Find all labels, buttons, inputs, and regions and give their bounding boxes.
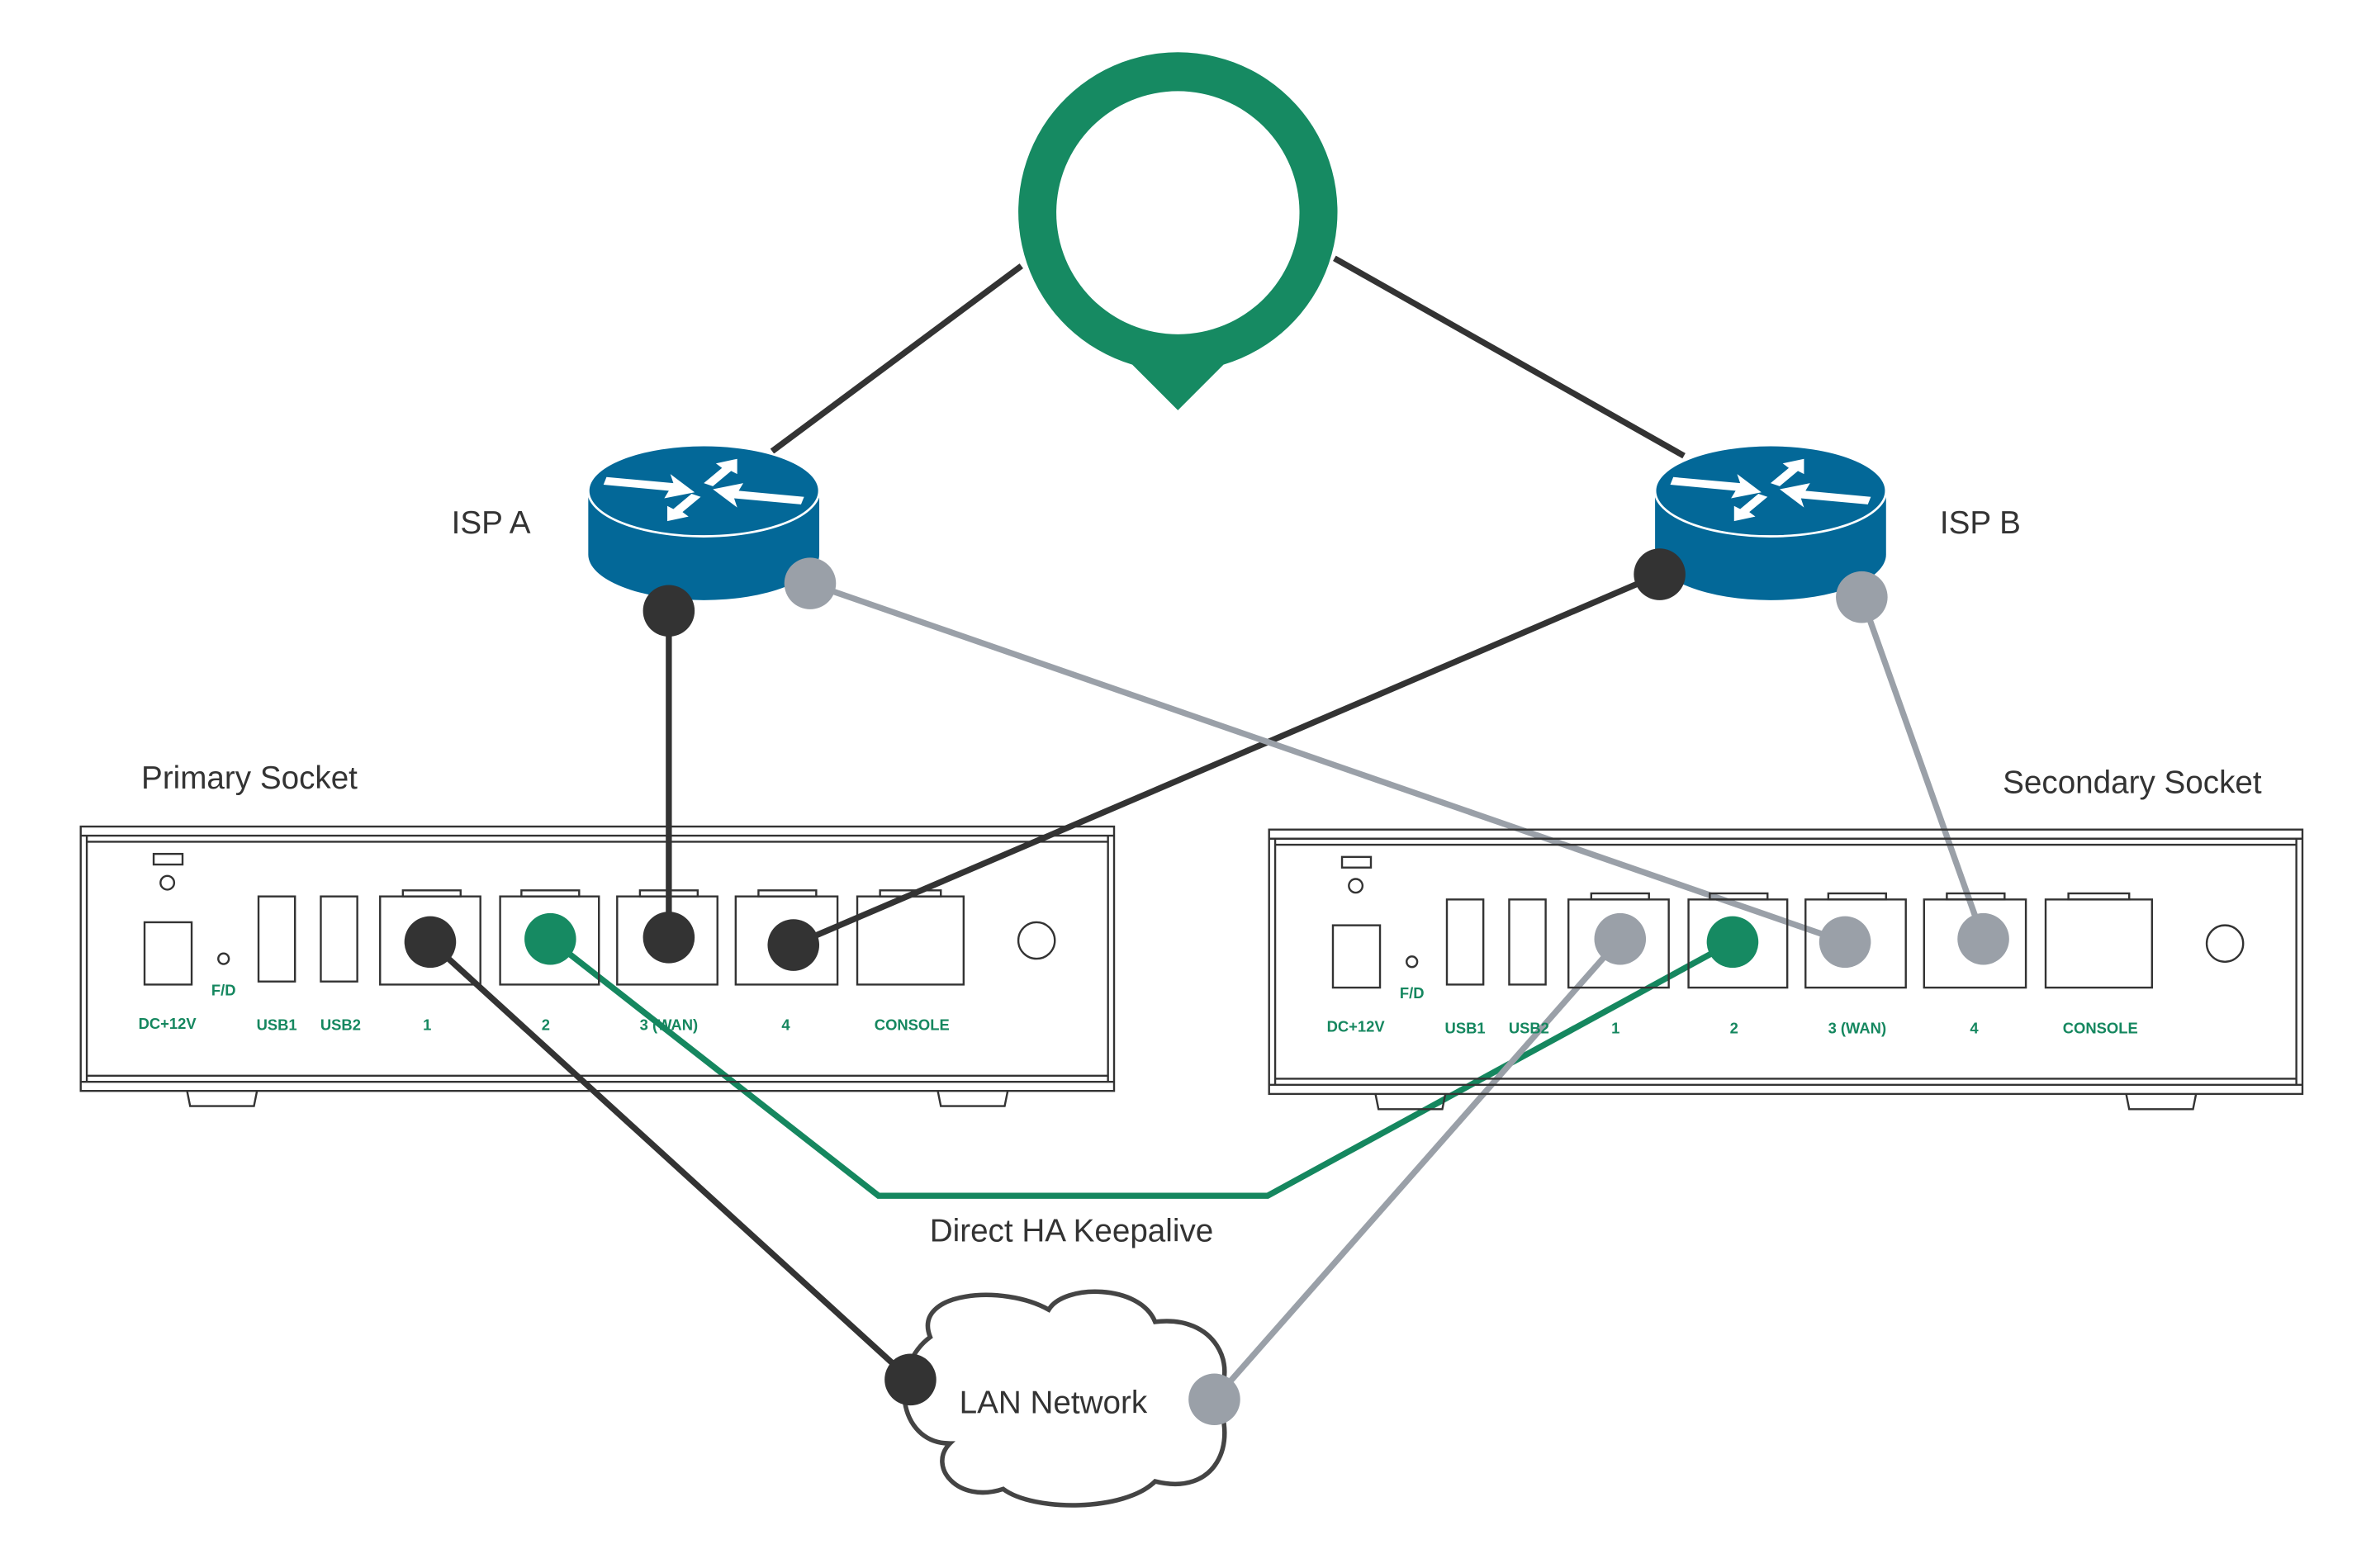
- port-label-dc: DC+12V: [139, 1015, 197, 1032]
- link-isp-b-secondary-port4: [1858, 595, 1987, 940]
- port-label-console: CONSOLE: [875, 1016, 950, 1034]
- secondary-socket-device: DC+12V F/D USB1 USB2 1 2 3 (WAN) 4 CONSO…: [1268, 828, 2304, 1111]
- secondary-socket-label: Secondary Socket: [2003, 765, 2262, 801]
- port-label-3-wan: 3 (WAN): [640, 1016, 699, 1034]
- router-isp-b-icon: [1653, 443, 1888, 600]
- isp-a-label: ISP A: [452, 505, 531, 541]
- link-pin-isp-a: [770, 263, 1023, 454]
- dot-secondary-port2: [1706, 916, 1759, 969]
- port-label-usb2: USB2: [1509, 1019, 1549, 1036]
- port-label-1: 1: [1611, 1019, 1619, 1036]
- port-label-usb1: USB1: [1445, 1019, 1486, 1036]
- link-pin-isp-b: [1333, 255, 1686, 459]
- port-label-fd: F/D: [1400, 984, 1425, 1002]
- port-label-3-wan: 3 (WAN): [1828, 1019, 1886, 1036]
- connection-dots: [404, 548, 2009, 1426]
- dot-primary-port4: [767, 919, 820, 971]
- dot-isp-b-dark: [1634, 548, 1686, 600]
- port-label-4: 4: [781, 1016, 790, 1034]
- port-label-4: 4: [1970, 1019, 1979, 1036]
- dot-isp-a-gray: [784, 557, 837, 609]
- port-label-dc: DC+12V: [1327, 1017, 1386, 1035]
- link-primary-lan: [428, 940, 913, 1382]
- dot-isp-a-dark: [643, 585, 695, 637]
- port-label-2: 2: [1730, 1019, 1738, 1036]
- dot-secondary-port1: [1594, 912, 1647, 965]
- lan-cloud-icon: [902, 1289, 1227, 1508]
- isp-b-label: ISP B: [1940, 505, 2021, 541]
- lan-network-label: LAN Network: [960, 1385, 1148, 1420]
- dot-primary-port2: [524, 912, 576, 965]
- port-label-console: CONSOLE: [2063, 1019, 2138, 1036]
- router-isp-a-icon: [586, 443, 821, 600]
- link-ha-keepalive: [548, 936, 1734, 1199]
- link-secondary-lan: [1212, 936, 1623, 1402]
- keepalive-label: Direct HA Keepalive: [930, 1213, 1213, 1248]
- port-label-2: 2: [542, 1016, 550, 1034]
- links: [428, 255, 1987, 1402]
- location-pin-icon: [1018, 52, 1338, 410]
- dot-secondary-port3: [1819, 916, 1871, 969]
- dot-lan-gray: [1188, 1373, 1240, 1426]
- primary-socket-device: DC+12V F/D USB1 USB2 1 2 3 (WAN) 4 CONSO…: [79, 825, 1116, 1107]
- link-isp-b-primary-port4: [792, 571, 1662, 948]
- dot-lan-dark: [884, 1353, 937, 1406]
- port-label-usb2: USB2: [320, 1016, 361, 1034]
- port-label-fd: F/D: [211, 981, 236, 998]
- dot-secondary-port4: [1957, 912, 2009, 965]
- port-label-usb1: USB1: [257, 1016, 297, 1034]
- link-isp-a-secondary-wan: [809, 580, 1847, 945]
- port-label-1: 1: [423, 1016, 431, 1034]
- dot-primary-port3: [643, 912, 695, 964]
- primary-socket-label: Primary Socket: [141, 760, 358, 796]
- dot-primary-port1: [404, 916, 457, 969]
- dot-isp-b-gray: [1836, 571, 1888, 623]
